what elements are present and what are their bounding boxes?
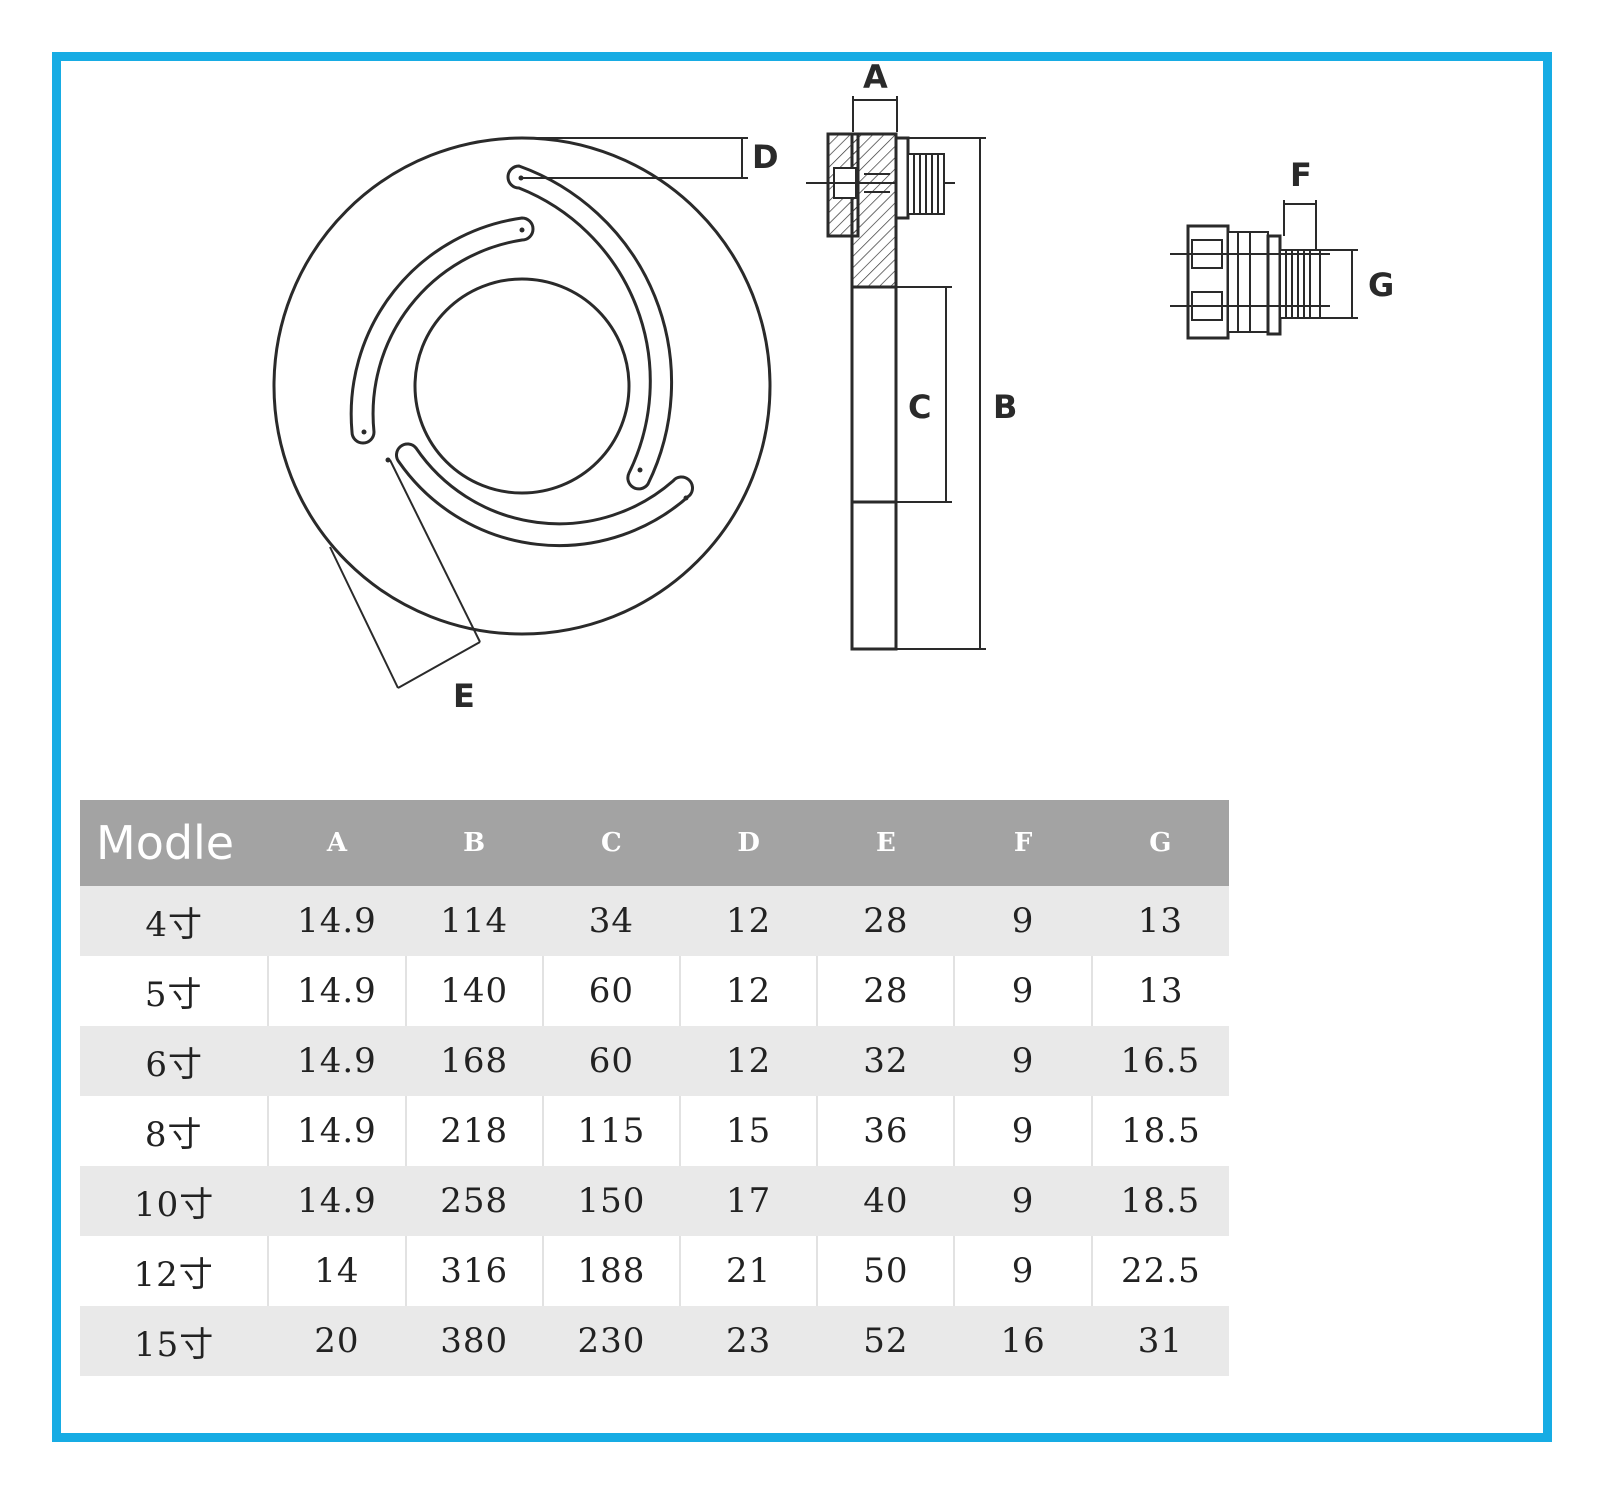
cell-e: 36 (817, 1096, 956, 1166)
technical-drawing: D E A C (272, 58, 1394, 715)
cell-d: 15 (680, 1096, 819, 1166)
cell-b: 140 (405, 956, 544, 1026)
jaw-slot-1 (506, 164, 674, 491)
cell-b: 218 (405, 1096, 544, 1166)
cell-model: 4寸 (80, 886, 269, 956)
dimension-d (522, 137, 748, 179)
header-e: E (817, 800, 955, 886)
cell-model: 5寸 (80, 956, 270, 1026)
cell-g: 18.5 (1091, 1096, 1229, 1166)
dimension-b (896, 137, 986, 650)
cell-e: 28 (817, 886, 955, 956)
table-row: 12寸 14 316 188 21 50 9 22.5 (80, 1236, 1229, 1306)
cell-d: 21 (680, 1236, 819, 1306)
header-g: G (1091, 800, 1229, 886)
cell-c: 150 (542, 1166, 681, 1236)
cell-d: 12 (680, 956, 819, 1026)
cell-model: 8寸 (80, 1096, 270, 1166)
table-row: 8寸 14.9 218 115 15 36 9 18.5 (80, 1096, 1229, 1166)
dimension-c (896, 286, 952, 503)
cell-model: 10寸 (80, 1166, 269, 1236)
cell-b: 380 (405, 1306, 543, 1376)
cell-c: 34 (542, 886, 681, 956)
cell-g: 22.5 (1091, 1236, 1229, 1306)
table-header-row: Modle A B C D E F G (80, 800, 1229, 886)
cell-f: 16 (954, 1306, 1092, 1376)
cell-e: 50 (817, 1236, 956, 1306)
cell-f: 9 (954, 1236, 1093, 1306)
cell-a: 14.9 (268, 1096, 407, 1166)
table-row: 6寸 14.9 168 60 12 32 9 16.5 (80, 1026, 1229, 1096)
cell-g: 13 (1091, 956, 1229, 1026)
cell-g: 16.5 (1091, 1026, 1229, 1096)
cell-b: 168 (405, 1026, 543, 1096)
center-bore (413, 277, 631, 495)
jaw-slot-3 (395, 442, 694, 547)
table-row: 15寸 20 380 230 23 52 16 31 (80, 1306, 1229, 1376)
header-b: B (405, 800, 543, 886)
jaw-slot-2 (349, 216, 535, 445)
cell-a: 14 (268, 1236, 407, 1306)
cell-a: 14.9 (268, 1026, 406, 1096)
label-c: C (908, 388, 931, 426)
header-c: C (542, 800, 681, 886)
cell-g: 18.5 (1091, 1166, 1229, 1236)
cell-f: 9 (954, 1096, 1093, 1166)
outer-rim (272, 136, 772, 636)
label-g: G (1368, 266, 1394, 304)
cell-f: 9 (954, 1166, 1092, 1236)
front-view (272, 136, 772, 636)
cell-f: 9 (954, 956, 1093, 1026)
dimension-g (1320, 249, 1358, 319)
cell-c: 230 (542, 1306, 681, 1376)
cell-c: 115 (542, 1096, 682, 1166)
label-e: E (453, 677, 475, 715)
table-row: 5寸 14.9 140 60 12 28 9 13 (80, 956, 1229, 1026)
cell-e: 52 (817, 1306, 955, 1376)
dimension-f (1283, 200, 1317, 250)
cell-g: 13 (1091, 886, 1229, 956)
cell-a: 14.9 (268, 1166, 406, 1236)
cell-a: 14.9 (268, 886, 406, 956)
header-model: Modle (80, 800, 269, 886)
cell-b: 114 (405, 886, 543, 956)
cell-f: 9 (954, 886, 1092, 956)
cell-d: 23 (680, 1306, 818, 1376)
dimension-a (852, 96, 898, 132)
cell-model: 15寸 (80, 1306, 269, 1376)
cell-f: 9 (954, 1026, 1092, 1096)
label-f: F (1290, 156, 1312, 194)
cell-c: 60 (542, 956, 682, 1026)
table-row: 10寸 14.9 258 150 17 40 9 18.5 (80, 1166, 1229, 1236)
cell-c: 188 (542, 1236, 682, 1306)
cell-e: 32 (817, 1026, 955, 1096)
header-a: A (268, 800, 406, 886)
spec-table: Modle A B C D E F G 4寸 14.9 114 34 12 28… (80, 800, 1229, 1376)
label-b: B (993, 388, 1017, 426)
cell-a: 14.9 (268, 956, 407, 1026)
cell-a: 20 (268, 1306, 406, 1376)
cell-d: 17 (680, 1166, 818, 1236)
cell-model: 12寸 (80, 1236, 270, 1306)
cell-d: 12 (680, 886, 818, 956)
cell-g: 31 (1091, 1306, 1229, 1376)
cell-d: 12 (680, 1026, 818, 1096)
cell-e: 40 (817, 1166, 955, 1236)
cell-b: 316 (405, 1236, 544, 1306)
label-d: D (752, 138, 779, 176)
label-a: A (863, 58, 888, 96)
cell-b: 258 (405, 1166, 543, 1236)
side-view (806, 132, 955, 651)
header-d: D (680, 800, 818, 886)
cell-c: 60 (542, 1026, 681, 1096)
dimension-e (329, 459, 481, 689)
cell-e: 28 (817, 956, 956, 1026)
jaw-detail (1170, 224, 1330, 340)
header-f: F (954, 800, 1092, 886)
cell-model: 6寸 (80, 1026, 269, 1096)
table-row: 4寸 14.9 114 34 12 28 9 13 (80, 886, 1229, 956)
